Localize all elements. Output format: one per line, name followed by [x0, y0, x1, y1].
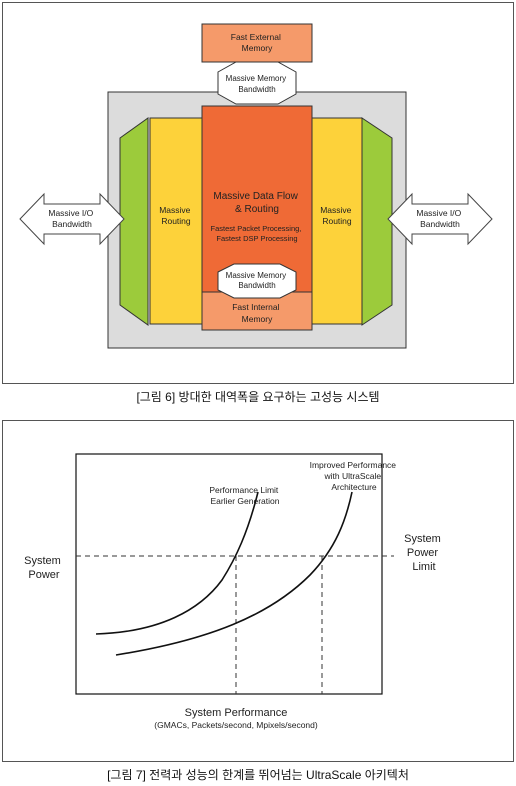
right-routing-block: [311, 117, 363, 325]
io-left-label-2: Bandwidth: [52, 219, 92, 229]
routing-left-label-1: Massive: [159, 205, 190, 215]
svg-text:Fastest Packet Processing,: Fastest Packet Processing, Fastest DSP P…: [211, 224, 304, 243]
svg-text:Fast External Memory: Fast External Memory: [231, 32, 283, 53]
x-axis-label: System Performance: [185, 707, 288, 719]
svg-text:System Power Limit: System Power Limit: [404, 533, 444, 573]
curve-earlier-generation: [95, 491, 259, 635]
curve2-label-2: with UltraScale: [323, 471, 381, 481]
svg-text:Performance Limit Earlier: Performance Limit Earlier Generation: [209, 485, 280, 506]
routing-left-label-2: Routing: [161, 216, 191, 226]
limit-label-1: System: [404, 533, 441, 545]
memory-bandwidth-top-label-1: Massive Memory: [226, 74, 286, 83]
limit-label-2: Power: [407, 547, 439, 559]
right-io-block: [361, 117, 393, 326]
curve1-label-1: Performance Limit: [209, 485, 279, 495]
curve2-label-1: Improved Performance: [310, 460, 397, 470]
io-left-label-1: Massive I/O: [48, 208, 93, 218]
limit-label-3: Limit: [412, 561, 435, 573]
x-axis-sublabel: (GMACs, Packets/second, Mpixels/second): [154, 720, 318, 730]
fast-external-label-2: Memory: [242, 43, 273, 53]
left-routing-block: [149, 117, 203, 325]
y-axis-label-2: Power: [28, 569, 60, 581]
figure7-chart: System Power System Power Limit Performa…: [24, 453, 444, 730]
curve1-label-2: Earlier Generation: [211, 496, 280, 506]
svg-text:Massive Data Flow & Routin: Massive Data Flow & Routing: [213, 191, 300, 215]
y-axis-label-1: System: [24, 555, 61, 567]
io-right-label-2: Bandwidth: [420, 219, 460, 229]
plot-area: [75, 453, 383, 695]
fast-internal-label-1: Fast Internal: [232, 302, 279, 312]
routing-right-label-2: Routing: [322, 216, 352, 226]
svg-text:Massive Memory Bandwidth: Massive Memory Bandwidth: [226, 74, 289, 94]
memory-bandwidth-hexagon-top: [217, 61, 297, 105]
svg-text:Massive I/O Bandwidth: Massive I/O Bandwidth: [48, 208, 95, 229]
figure7-caption: [그림 7] 전력과 성능의 한계를 뛰어넘는 UltraScale 아키텍처: [107, 768, 409, 782]
center-dataflow-block: [201, 105, 313, 293]
svg-text:Massive Routing: Massive Routing: [320, 205, 354, 226]
left-io-block: [119, 117, 149, 326]
svg-text:Improved Performance with: Improved Performance with UltraScale Arc…: [310, 460, 399, 492]
svg-text:Massive Memory Bandwidth: Massive Memory Bandwidth: [226, 271, 289, 290]
center-title-1: Massive Data Flow: [213, 191, 298, 202]
left-io-arrow: [19, 192, 125, 246]
routing-right-label-1: Massive: [320, 205, 351, 215]
right-io-arrow: [387, 192, 493, 246]
fast-internal-label-2: Memory: [242, 314, 273, 324]
fast-external-label-1: Fast External: [231, 32, 281, 42]
memory-bandwidth-hexagon-inner: [217, 263, 297, 299]
curve2-label-3: Architecture: [331, 482, 377, 492]
svg-text:Massive I/O Bandwidth: Massive I/O Bandwidth: [416, 208, 463, 229]
memory-bandwidth-inner-label-2: Bandwidth: [238, 281, 275, 290]
svg-text:System Power: System Power: [24, 555, 64, 581]
center-sub-2: Fastest DSP Processing: [216, 234, 297, 243]
curve-ultrascale: [115, 491, 353, 656]
center-sub-1: Fastest Packet Processing,: [211, 224, 302, 233]
center-title-2: & Routing: [235, 204, 279, 215]
figure6-caption: [그림 6] 방대한 대역폭을 요구하는 고성능 시스템: [136, 390, 380, 404]
figure6-diagram: Fast External Memory Massive Memory Band…: [19, 23, 493, 349]
svg-text:Fast Internal Memory: Fast Internal Memory: [232, 302, 282, 324]
svg-text:Massive Routing: Massive Routing: [159, 205, 193, 226]
io-right-label-1: Massive I/O: [416, 208, 461, 218]
memory-bandwidth-inner-label-1: Massive Memory: [226, 271, 286, 280]
memory-bandwidth-top-label-2: Bandwidth: [238, 85, 275, 94]
